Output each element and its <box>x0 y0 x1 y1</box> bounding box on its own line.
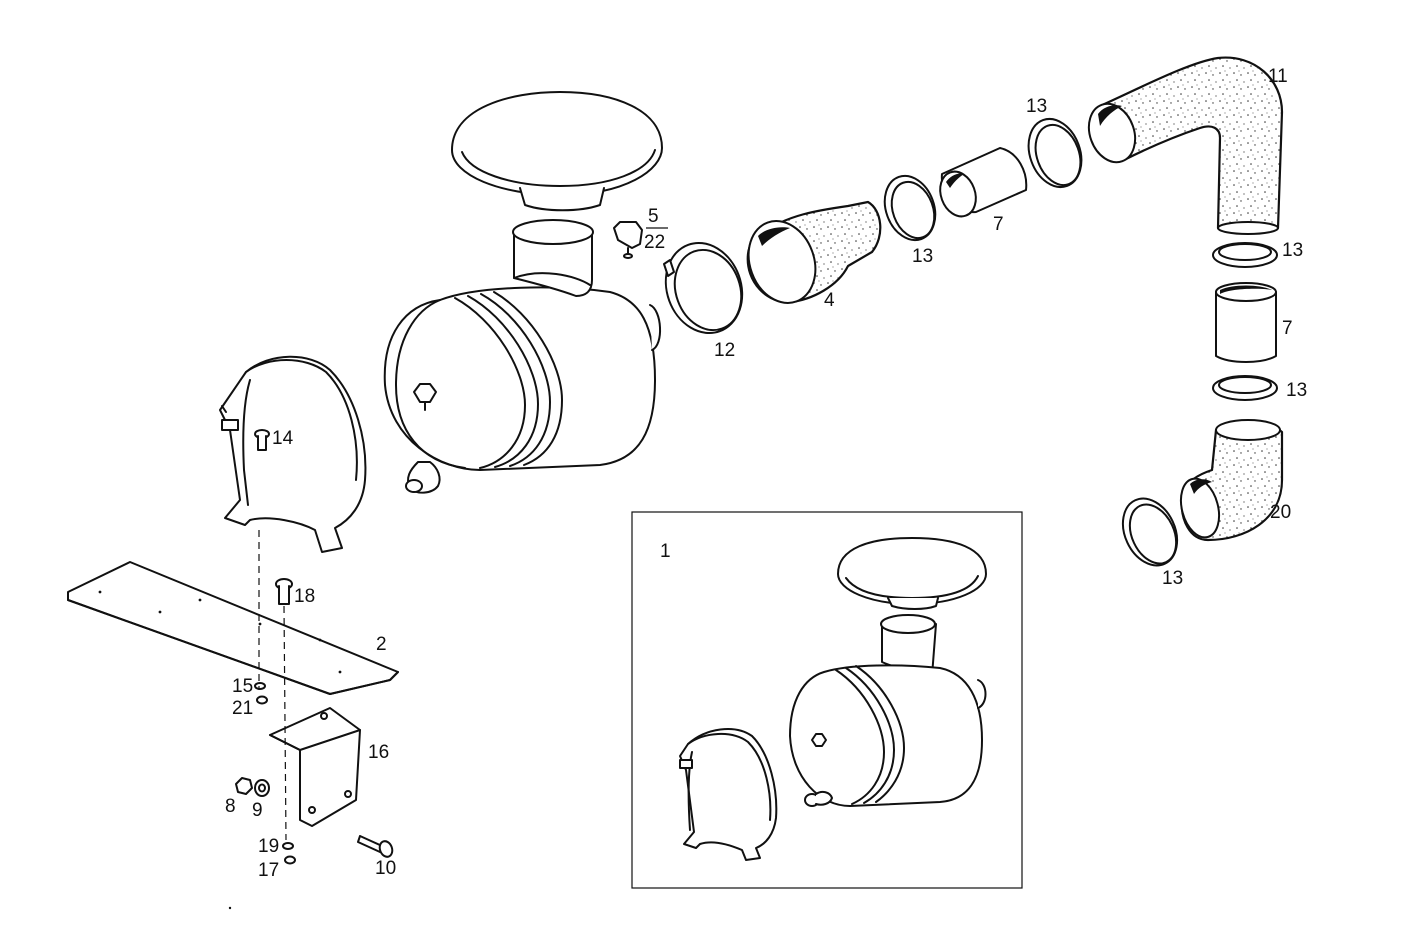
nut-15 <box>254 682 266 690</box>
bolt-10 <box>357 835 394 858</box>
label-2: 2 <box>376 634 387 655</box>
washer-21 <box>256 695 268 705</box>
reducer-4 <box>746 200 882 304</box>
label-12: 12 <box>714 340 735 361</box>
clamp-13-c <box>1212 242 1278 268</box>
nut-17 <box>284 855 296 865</box>
label-15: 15 <box>232 676 253 697</box>
label-13-a: 13 <box>912 246 933 267</box>
label-16: 16 <box>368 742 389 763</box>
clamp-13-b <box>1027 118 1083 188</box>
label-1: 1 <box>660 541 671 562</box>
bracket-16 <box>269 707 361 827</box>
sleeve-7-b <box>1215 282 1277 363</box>
mounting-band <box>219 355 367 553</box>
elbow-hose-20 <box>1179 419 1284 542</box>
label-13-e: 13 <box>1162 568 1183 589</box>
label-19: 19 <box>258 836 279 857</box>
label-13-b: 13 <box>1026 96 1047 117</box>
label-17: 17 <box>258 860 279 881</box>
label-22: 22 <box>644 232 665 253</box>
callout-labels: 1 2 4 5 22 7 7 8 9 10 11 12 13 13 13 13 … <box>225 66 1307 881</box>
bolt-18 <box>275 578 293 605</box>
label-11: 11 <box>1268 66 1288 87</box>
label-21: 21 <box>232 698 253 719</box>
clamp-13-d <box>1212 375 1278 401</box>
washer-9 <box>254 779 270 797</box>
alignment-lines <box>258 530 287 841</box>
label-9: 9 <box>252 800 263 821</box>
label-8: 8 <box>225 796 236 817</box>
sleeve-7-a <box>939 147 1028 218</box>
label-18: 18 <box>294 586 315 607</box>
elbow-hose-11 <box>1087 56 1284 235</box>
label-7-vertical: 7 <box>1282 318 1293 339</box>
label-13-d: 13 <box>1286 380 1307 401</box>
label-5: 5 <box>648 206 659 227</box>
label-13-c: 13 <box>1282 240 1303 261</box>
filter-cap <box>451 91 663 212</box>
label-7-horizontal: 7 <box>993 214 1004 235</box>
vacuator-valve <box>613 221 643 259</box>
washer-19 <box>282 842 294 850</box>
clamp-12 <box>663 241 744 335</box>
label-20: 20 <box>1270 502 1291 523</box>
nut-8 <box>235 777 253 795</box>
clamp-13-e <box>1121 497 1179 567</box>
clamp-13-a <box>883 174 937 242</box>
filter-housing <box>383 219 661 494</box>
plate-2 <box>67 561 399 695</box>
label-4: 4 <box>824 290 835 311</box>
assembly-inset <box>631 511 1023 889</box>
label-14: 14 <box>272 428 294 449</box>
label-10: 10 <box>375 858 396 879</box>
bolt-14 <box>254 429 270 451</box>
